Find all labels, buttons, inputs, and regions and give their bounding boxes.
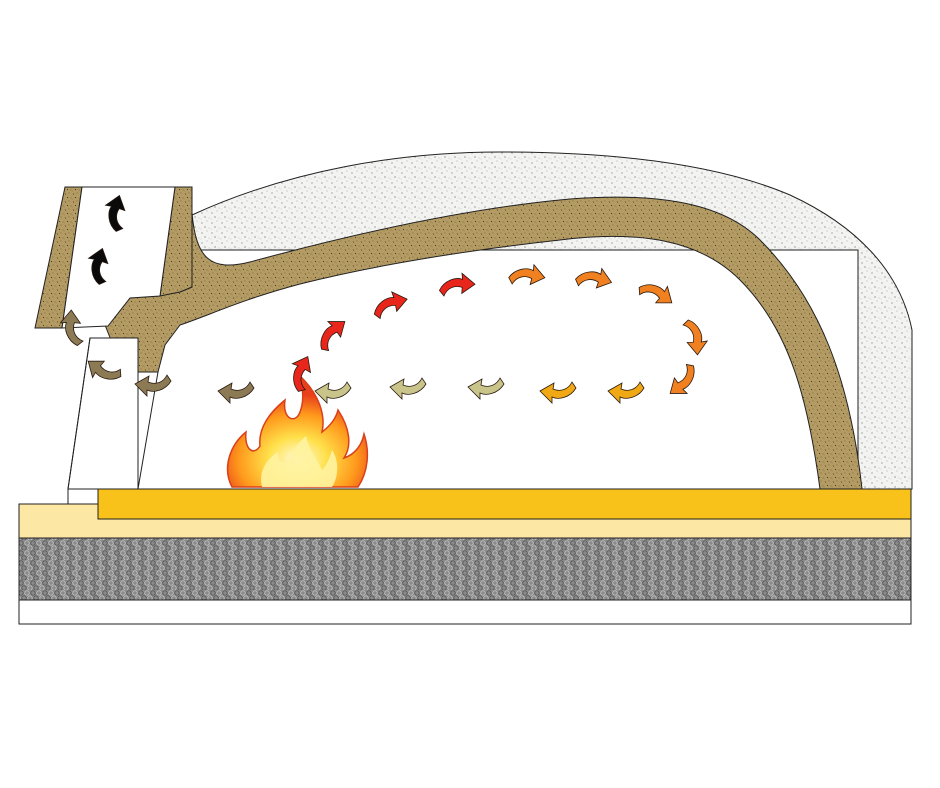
airflow-arrows	[59, 194, 709, 404]
flow-arrow-icon	[217, 381, 255, 404]
flow-arrow-icon	[575, 267, 613, 289]
flame-icon	[226, 376, 369, 488]
arrow-rise-1	[291, 355, 312, 392]
thermal-dome	[104, 196, 863, 490]
arrow-top-2	[508, 263, 546, 286]
arrow-rise-3	[373, 291, 408, 320]
arrow-return-1	[539, 381, 577, 404]
flow-arrow-icon	[59, 309, 84, 347]
flow-arrow-icon	[87, 360, 122, 380]
arrow-return-4	[314, 381, 352, 404]
arrow-top-3	[575, 267, 613, 289]
flow-arrow-icon	[438, 272, 476, 297]
flow-arrow-icon	[508, 263, 546, 286]
flow-arrow-icon	[669, 363, 695, 394]
arrow-top-1	[438, 272, 476, 297]
arrow-return-5	[217, 381, 255, 404]
flow-arrow-icon	[134, 374, 172, 397]
arrow-top-4	[638, 284, 673, 304]
foundation	[18, 599, 912, 625]
arrow-smoke-2	[104, 194, 126, 232]
flow-arrow-icon	[638, 284, 673, 304]
flow-arrow-icon	[607, 381, 645, 404]
flow-arrow-icon	[314, 381, 352, 404]
flow-arrow-icon	[539, 381, 577, 404]
flow-arrow-icon	[467, 377, 505, 400]
chimney-flue	[61, 186, 176, 329]
arrow-return-3	[389, 377, 427, 400]
door-line-left	[67, 337, 91, 490]
arrow-rise-2	[320, 321, 346, 352]
arrow-descend-2	[607, 381, 645, 404]
arrow-top-5	[682, 319, 709, 356]
cooking-floor	[97, 488, 912, 520]
flow-arrow-icon	[389, 377, 427, 400]
flow-arrow-icon	[373, 291, 408, 320]
flow-arrow-icon	[87, 247, 109, 285]
flow-arrow-icon	[682, 319, 709, 356]
floor-step-block	[67, 488, 99, 505]
insulating-gravel	[18, 537, 912, 601]
arrow-exit-1	[87, 360, 122, 380]
arrow-smoke-1	[87, 247, 109, 285]
arrow-descend-1	[669, 363, 695, 394]
flow-arrow-icon	[291, 355, 312, 392]
flow-arrow-icon	[104, 194, 126, 232]
flow-arrow-icon	[320, 321, 346, 352]
arrow-return-6	[134, 374, 172, 397]
arrow-return-2	[467, 377, 505, 400]
arrow-exit-2	[59, 309, 84, 347]
